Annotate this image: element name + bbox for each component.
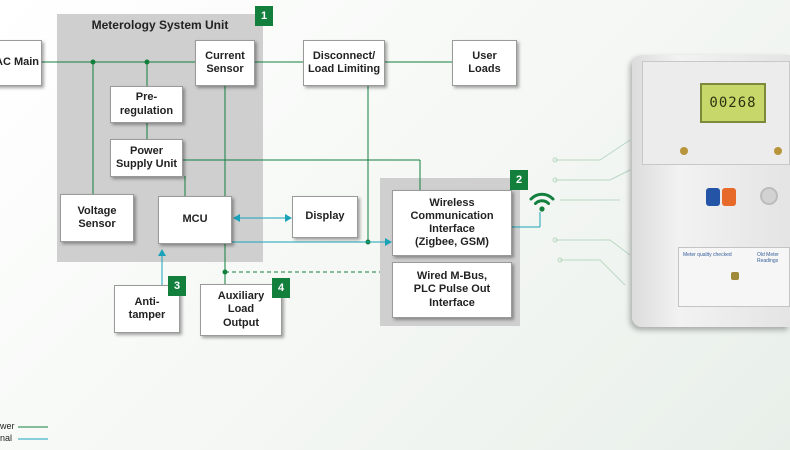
meter-optical-port bbox=[760, 187, 778, 205]
display-block: Display bbox=[292, 196, 358, 238]
badge-1: 1 bbox=[255, 6, 273, 26]
meter-label-right: Old Meter Readings bbox=[757, 252, 779, 264]
wireless-communication-block: Wireless Communication Interface (Zigbee… bbox=[392, 190, 512, 256]
meterology-system-unit-title: Meterology System Unit bbox=[91, 18, 229, 32]
current-sensor-block: Current Sensor bbox=[195, 40, 255, 86]
user-loads-block: User Loads bbox=[452, 40, 517, 86]
meter-screw-left bbox=[680, 147, 688, 155]
badge-4: 4 bbox=[272, 278, 290, 298]
mcu-block: MCU bbox=[158, 196, 232, 244]
wireless-signal-icon bbox=[529, 192, 555, 212]
meter-button-orange bbox=[722, 188, 736, 206]
meter-seal bbox=[731, 272, 739, 280]
ac-main-block: AC Main bbox=[0, 40, 42, 86]
badge-3: 3 bbox=[168, 276, 186, 296]
badge-2: 2 bbox=[510, 170, 528, 190]
legend-signal-label: nal bbox=[0, 433, 13, 443]
auxiliary-load-output-block: Auxiliary Load Output bbox=[200, 284, 282, 336]
voltage-sensor-block: Voltage Sensor bbox=[60, 194, 134, 242]
meter-terminal-cover: Meter quality checked Old Meter Readings bbox=[678, 247, 790, 307]
disconnect-load-limiting-block: Disconnect/ Load Limiting bbox=[303, 40, 385, 86]
meter-lcd-value: 00268 bbox=[709, 95, 757, 111]
smart-meter-image: 00268 Meter quality checked Old Meter Re… bbox=[628, 55, 790, 330]
meter-button-blue bbox=[706, 188, 720, 206]
meter-lcd: 00268 bbox=[700, 83, 766, 123]
wired-mbus-plc-block: Wired M-Bus, PLC Pulse Out Interface bbox=[392, 262, 512, 318]
meter-label-left: Meter quality checked bbox=[683, 252, 732, 258]
power-supply-unit-block: Power Supply Unit bbox=[110, 139, 183, 177]
pre-regulation-block: Pre- regulation bbox=[110, 86, 183, 123]
meter-screw-right bbox=[774, 147, 782, 155]
legend-power-label: wer bbox=[0, 421, 15, 431]
